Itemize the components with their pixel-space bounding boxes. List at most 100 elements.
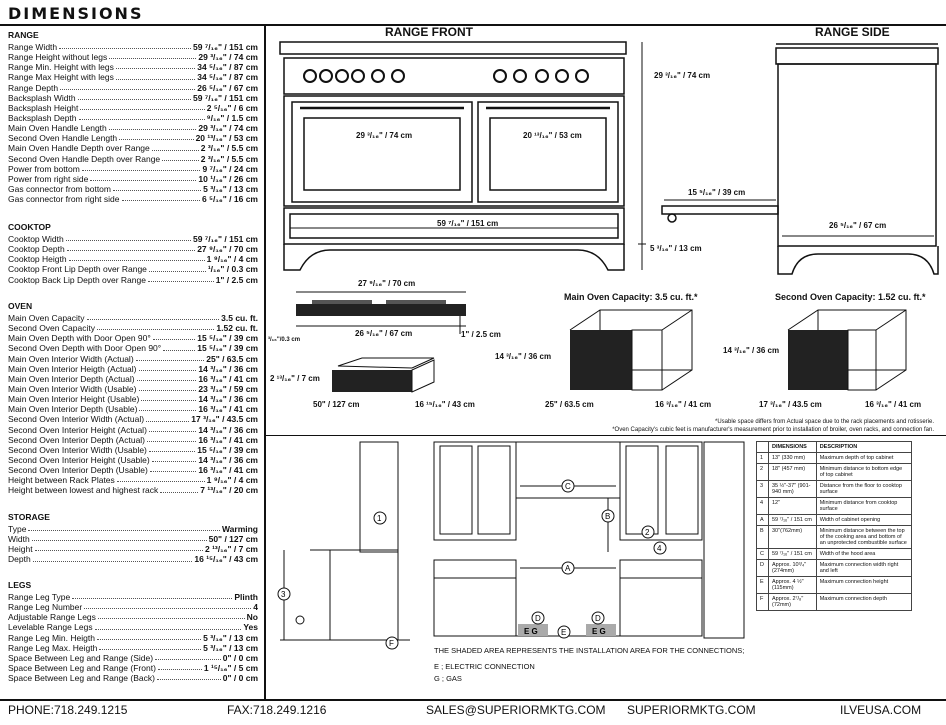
dot-leader [96, 633, 202, 640]
spec-row: Main Oven Depth with Door Open 90°15 ⁵/₁… [8, 333, 258, 343]
spec-label: Second Oven Interior Width (Actual) [8, 414, 145, 425]
storage-width-label: 50" / 127 cm [313, 400, 360, 409]
spec-row: Main Oven Interior Depth (Usable)16 ³/₁₆… [8, 404, 258, 414]
spec-value: 6 ⁵/₁₆" / 16 cm [201, 194, 258, 205]
table-cell-dim: 59 ⁷/₁₆" / 151 cm [768, 548, 817, 560]
dot-leader [28, 524, 220, 532]
table-cell-dim: 30"(762mm) [768, 525, 817, 549]
main-oven-box-drawing [569, 309, 693, 391]
footer-website-ilve[interactable]: ILVEUSA.COM [840, 703, 922, 717]
spec-label: Space Between Leg and Range (Back) [8, 673, 155, 684]
marker-D-left: D [535, 614, 541, 623]
spec-value: 16 ³/₁₆" / 41 cm [198, 465, 258, 476]
section-divider [266, 435, 946, 436]
dot-leader [148, 425, 197, 432]
storage-depth-label: 16 ¹⁵/₁₆" / 43 cm [415, 400, 475, 409]
spec-value: 2 ¹³/₁₆" / 7 cm [205, 544, 258, 555]
front-width-label: 59 ⁷/₁₆" / 151 cm [437, 219, 499, 228]
spec-row: Second Oven Handle Length 20 ¹³/₁₆" / 53 … [8, 133, 258, 143]
spec-label: Second Oven Interior Depth (Usable) [8, 465, 148, 476]
spec-row: Range Leg Min. Heigth 5 ³/₁₆" / 13 cm [8, 633, 258, 643]
spec-value: 0" / 0 cm [222, 673, 258, 684]
storage-height-label: 2 ¹³/₁₆" / 7 cm [270, 374, 320, 383]
dot-leader [146, 414, 190, 422]
spec-value: 34 ⁵/₁₆" / 87 cm [197, 62, 258, 73]
marker-3: 3 [281, 590, 286, 599]
marker-A: A [565, 564, 571, 573]
spec-value: Yes [243, 622, 258, 633]
spec-value: 20 ¹³/₁₆" / 53 cm [195, 133, 258, 144]
dot-leader [78, 113, 205, 121]
spec-label: Range Leg Type [8, 592, 71, 602]
table-cell-desc: Minimum distance from cooktop surface [815, 497, 913, 515]
leg-height-label: 5 ³/₁₆" / 13 cm [650, 244, 702, 253]
spec-label: Main Oven Depth with Door Open 90° [8, 333, 151, 344]
spec-label: Second Oven Interior Depth (Actual) [8, 434, 146, 445]
table-cell-dim: 18" (457 mm) [768, 463, 817, 481]
table-cell-key: 1 [756, 452, 769, 464]
dot-leader [59, 42, 191, 50]
spec-label: Main Oven Interior Width (Usable) [8, 383, 137, 394]
column-divider [264, 24, 266, 700]
spec-value: 9 ⁷/₁₆" / 24 cm [202, 163, 258, 174]
spec-label: Second Oven Handle Length [8, 133, 118, 144]
footer-phone: PHONE:718.249.1215 [8, 703, 128, 717]
dot-leader [108, 123, 197, 131]
dot-leader [136, 374, 197, 381]
spec-label: Range Max Height with legs [8, 72, 114, 83]
dot-leader [148, 264, 206, 272]
spec-label: Levelable Range Legs [8, 622, 93, 633]
dot-leader [156, 673, 221, 681]
spec-label: Depth [8, 554, 31, 565]
eg-left-label: E G [524, 627, 538, 636]
spec-value: 5 ³/₁₆" / 13 cm [203, 183, 258, 194]
table-cell-key: A [756, 514, 769, 526]
marker-C: C [565, 482, 571, 491]
marker-4: 4 [657, 544, 662, 553]
spec-value: 26 ⁵/₁₆" / 67 cm [197, 82, 258, 93]
door-open-label: 15 ⁵/₁₆" / 39 cm [688, 188, 746, 197]
dot-leader [80, 103, 205, 110]
spec-row: Space Between Leg and Range (Front)1 ¹⁵/… [8, 663, 258, 673]
spec-label: Range Leg Min. Heigth [8, 632, 95, 643]
spec-value: 1 ¹⁵/₁₆" / 5 cm [203, 662, 258, 673]
spec-value: 5 ³/₁₆" / 13 cm [203, 632, 258, 643]
footer-email[interactable]: SALES@SUPERIORMKTG.COM [426, 703, 606, 717]
oven-section-title: OVEN [8, 301, 33, 311]
footer-website-superior[interactable]: SUPERIORMKTG.COM [627, 703, 756, 717]
dot-leader [163, 343, 196, 351]
second-oven-width: 17 ³/₁₆" / 43.5 cm [759, 400, 822, 409]
dot-leader [115, 62, 196, 70]
footer-divider [0, 699, 946, 701]
spec-value: Warming [221, 524, 258, 534]
table-cell-desc: Maximum depth of top cabinet [815, 452, 913, 464]
spec-label: Range Depth [8, 82, 59, 93]
table-cell-key: 4 [756, 497, 769, 515]
spec-label: Power from bottom [8, 163, 80, 174]
spec-label: Height between lowest and highest rack [8, 485, 159, 496]
second-oven-box-drawing [787, 309, 907, 391]
spec-label: Type [8, 524, 27, 534]
dot-leader [138, 384, 197, 392]
spec-value: 14 ³/₁₆" / 36 cm [198, 454, 258, 465]
side-depth-label: 26 ⁵/₁₆" / 67 cm [829, 221, 887, 230]
table-cell-key: D [756, 559, 769, 577]
spec-row: Second Oven Interior Width (Actual)17 ³/… [8, 414, 258, 424]
spec-row: Range Depth 26 ⁵/₁₆" / 67 cm [8, 83, 258, 93]
spec-label: Backsplash Height [8, 102, 79, 113]
spec-label: Main Oven Interior Depth (Actual) [8, 373, 135, 384]
front-height-label: 29 ³/₁₆" / 74 cm [654, 71, 711, 80]
